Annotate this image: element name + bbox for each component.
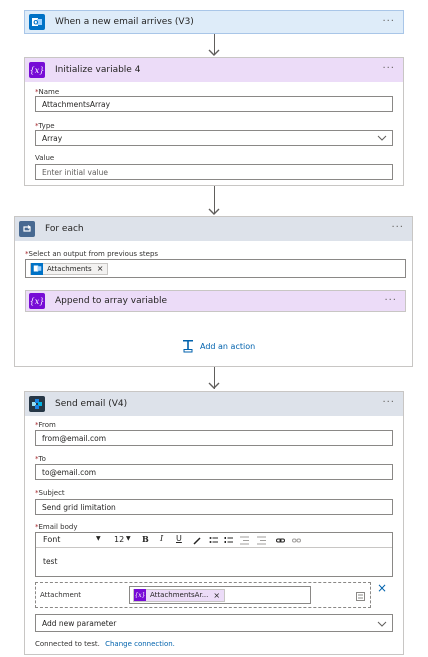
initialize-variable-header[interactable]: {x} Initialize variable 4 ···	[25, 58, 403, 82]
attachment-label: Attachment	[40, 591, 82, 599]
pen-icon[interactable]	[193, 536, 202, 545]
attachment-row: Attachment {x} AttachmentsAr... ×	[35, 582, 371, 608]
send-email-header[interactable]: Send email (V4) ···	[25, 392, 403, 416]
email-body-label: *Email body	[35, 523, 78, 531]
send-email-card[interactable]: Send email (V4) ··· *From from@email.com…	[24, 391, 404, 655]
subject-field[interactable]: Send grid limitation	[35, 499, 393, 515]
initialize-variable-card[interactable]: {x} Initialize variable 4 ··· *Name Atta…	[24, 57, 404, 186]
loop-icon	[19, 221, 35, 237]
to-label: *To	[35, 455, 46, 463]
type-select-value: Array	[42, 133, 63, 143]
add-action-button[interactable]: Add an action	[181, 339, 255, 353]
trigger-more-menu[interactable]: ···	[382, 16, 395, 27]
unlink-icon[interactable]	[292, 536, 301, 545]
attachments-array-token-label: AttachmentsAr...	[150, 591, 209, 599]
from-field[interactable]: from@email.com	[35, 430, 393, 446]
connector-arrow-icon	[208, 49, 220, 56]
send-email-title: Send email (V4)	[55, 399, 128, 409]
value-input[interactable]: Enter initial value	[35, 164, 393, 180]
type-label: *Type	[35, 122, 55, 130]
name-field[interactable]: AttachmentsArray	[35, 96, 393, 112]
foreach-more-menu[interactable]: ···	[391, 222, 404, 233]
bullet-list-icon[interactable]	[209, 536, 218, 545]
initialize-variable-more-menu[interactable]: ···	[382, 63, 395, 74]
outlook-icon: O	[29, 14, 45, 30]
attachment-field[interactable]: {x} AttachmentsAr... ×	[129, 586, 311, 604]
variable-icon: {x}	[29, 62, 45, 78]
outdent-icon[interactable]	[240, 536, 249, 545]
attachments-token-label: Attachments	[47, 264, 92, 273]
link-icon[interactable]	[276, 536, 285, 545]
font-dropdown-icon[interactable]: ▼	[96, 535, 101, 542]
variable-icon: {x}	[134, 589, 146, 601]
sendgrid-icon	[29, 396, 45, 412]
connector-line	[214, 367, 215, 389]
append-array-title: Append to array variable	[55, 296, 168, 306]
add-action-icon	[183, 340, 193, 353]
select-output-label: *Select an output from previous steps	[25, 250, 159, 258]
attachments-token[interactable]: Attachments ×	[30, 262, 109, 275]
append-array-card[interactable]: {x} Append to array variable ···	[25, 290, 406, 312]
font-size-select[interactable]: 12	[114, 535, 125, 544]
chevron-down-icon	[377, 135, 387, 141]
add-action-label: Add an action	[200, 341, 256, 351]
connected-text: Connected to test.	[35, 640, 100, 648]
initialize-variable-title: Initialize variable 4	[55, 65, 141, 75]
change-connection-link[interactable]: Change connection.	[105, 640, 175, 648]
font-family-select[interactable]: Font	[43, 535, 61, 544]
send-email-more-menu[interactable]: ···	[382, 397, 395, 408]
select-output-field[interactable]: Attachments ×	[25, 259, 406, 278]
attachments-array-token[interactable]: {x} AttachmentsAr... ×	[133, 588, 226, 602]
trigger-header[interactable]: O When a new email arrives (V3) ···	[25, 11, 403, 33]
foreach-title: For each	[45, 224, 84, 234]
name-label: *Name	[35, 88, 60, 96]
add-new-parameter-placeholder: Add new parameter	[42, 618, 117, 628]
token-remove-icon[interactable]: ×	[213, 590, 221, 600]
connector-arrow-icon	[208, 382, 220, 389]
variable-icon: {x}	[29, 293, 45, 309]
add-new-parameter-select[interactable]: Add new parameter	[35, 614, 393, 632]
trigger-title: When a new email arrives (V3)	[55, 17, 194, 27]
indent-icon[interactable]	[257, 536, 266, 545]
outlook-icon	[31, 262, 43, 275]
remove-attachment-icon[interactable]: ×	[377, 581, 388, 595]
connector-line	[214, 34, 215, 55]
from-label: *From	[35, 421, 56, 429]
to-field[interactable]: to@email.com	[35, 464, 393, 480]
email-body-editor[interactable]: Font ▼ 12 ▼ B I U test	[35, 532, 393, 577]
connector-arrow-icon	[208, 208, 220, 215]
italic-icon[interactable]: I	[160, 534, 164, 543]
value-label: Value	[35, 154, 55, 162]
append-array-more-menu[interactable]: ···	[384, 295, 397, 306]
connector-line	[214, 186, 215, 214]
subject-label: *Subject	[35, 489, 65, 497]
underline-icon[interactable]: U	[176, 534, 182, 543]
font-size-dropdown-icon[interactable]: ▼	[126, 535, 131, 542]
rich-text-toolbar: Font ▼ 12 ▼ B I U	[36, 533, 392, 548]
foreach-card[interactable]: For each ··· *Select an output from prev…	[14, 216, 413, 367]
type-select[interactable]: Array	[35, 130, 393, 146]
foreach-header[interactable]: For each ···	[15, 217, 412, 241]
trigger-card[interactable]: O When a new email arrives (V3) ···	[24, 10, 404, 34]
chevron-down-icon	[377, 621, 387, 627]
array-mode-icon[interactable]	[356, 592, 365, 601]
connection-footer: Connected to test. Change connection.	[35, 640, 175, 648]
token-remove-icon[interactable]: ×	[96, 264, 104, 273]
bold-icon[interactable]: B	[142, 534, 149, 544]
svg-text:O: O	[33, 19, 38, 26]
numbered-list-icon[interactable]	[224, 536, 233, 545]
email-body-text[interactable]: test	[43, 557, 58, 566]
